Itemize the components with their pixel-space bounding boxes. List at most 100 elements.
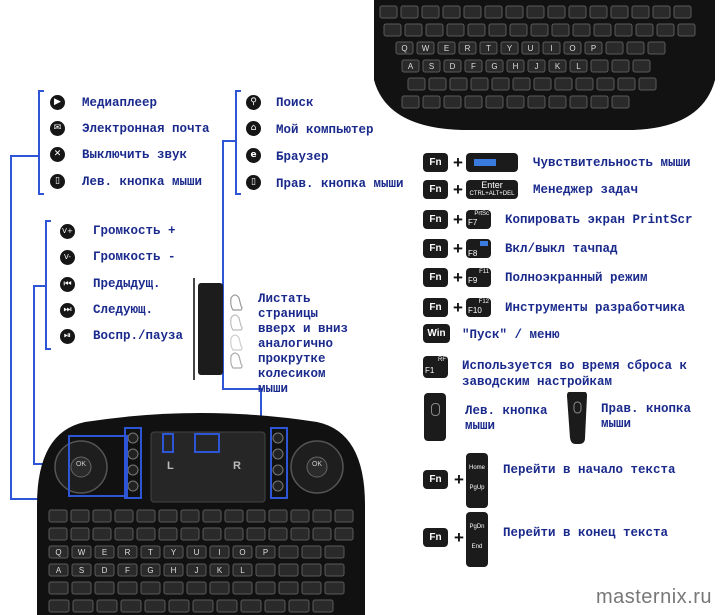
keycap-label: L <box>240 566 245 575</box>
keycap <box>590 95 609 109</box>
shortcut-label-fullscreen: Полноэкранный режим <box>505 271 648 285</box>
shortcut-label-devtools: Инструменты разработчика <box>505 301 686 315</box>
keycap <box>506 95 525 109</box>
mute-icon: ✕ <box>50 147 65 162</box>
keycap <box>656 23 675 37</box>
media-player-icon: ▶ <box>50 95 65 110</box>
shortcut-label-mouse-right-2: мыши <box>601 417 632 431</box>
left-label-play-pause: Воспр./пауза <box>93 329 184 343</box>
keycap <box>324 545 345 559</box>
keycap <box>395 41 414 55</box>
keycap <box>114 527 134 541</box>
keycap <box>117 581 138 595</box>
previous-icon: ⏮ <box>60 277 75 292</box>
keycap <box>614 23 633 37</box>
watermark: masternix.ru <box>595 586 712 608</box>
fn-key: Fn <box>423 180 448 199</box>
browser-icon: e <box>246 148 261 163</box>
home-icon: ⌂ <box>246 121 261 136</box>
fn-key: Fn <box>423 153 448 172</box>
keycap-label: Y <box>507 44 513 53</box>
scroll-strip <box>198 283 223 375</box>
keycap <box>400 5 419 19</box>
keycap <box>246 527 266 541</box>
keycap <box>334 527 354 541</box>
left-label-next: Следующ. <box>93 303 154 317</box>
mouse-left-icon: ▯ <box>50 174 65 189</box>
keycap-label: S <box>429 62 434 71</box>
fn-key: Fn <box>423 470 448 489</box>
keycap <box>584 41 603 55</box>
plus-sign: + <box>454 470 464 489</box>
plus-sign: + <box>453 298 463 317</box>
keycap <box>71 581 92 595</box>
left-label-volume-up: Громкость + <box>93 224 176 238</box>
keycap-label: W <box>78 548 86 557</box>
keycap <box>163 545 184 559</box>
fn-key: Fn <box>423 210 448 229</box>
keycap <box>407 77 426 91</box>
keycap-label: D <box>102 566 108 575</box>
keycap <box>136 527 156 541</box>
keycap <box>158 509 178 523</box>
keycap <box>140 581 161 595</box>
keycap <box>246 509 266 523</box>
keycap <box>485 95 504 109</box>
keycap <box>117 545 138 559</box>
keycap <box>240 599 262 613</box>
keycap-label: W <box>422 44 430 53</box>
keycap <box>500 41 519 55</box>
plus-sign: + <box>453 239 463 258</box>
keycap-label: T <box>148 548 153 557</box>
keycap <box>425 23 444 37</box>
keycap <box>442 5 461 19</box>
scroll-hint-line-4: аналогично <box>258 337 334 351</box>
shortcut-label-sensitivity: Чувствительность мыши <box>533 156 691 170</box>
keycap <box>551 23 570 37</box>
keycap <box>192 599 214 613</box>
keycap <box>278 563 299 577</box>
keycap-label: D <box>450 62 456 71</box>
mid-label-mouse-right: Прав. кнопка мыши <box>276 177 404 191</box>
keycap-label: Q <box>55 548 61 557</box>
keycap <box>611 95 630 109</box>
keycap-label: S <box>79 566 84 575</box>
home-pgup-key: Home PgUp <box>466 453 488 508</box>
volume-up-icon: V+ <box>60 224 75 239</box>
plus-sign: + <box>453 180 463 199</box>
play-pause-icon: ⏯ <box>60 329 75 344</box>
keycap-label: Q <box>401 44 407 53</box>
keycap <box>268 527 288 541</box>
keycap <box>324 581 345 595</box>
plus-sign: + <box>453 153 463 172</box>
keycap <box>290 509 310 523</box>
keycap <box>136 509 156 523</box>
keycap <box>255 563 276 577</box>
keycap <box>383 23 402 37</box>
keycap <box>401 95 420 109</box>
keycap <box>631 5 650 19</box>
keycap <box>379 5 398 19</box>
keycap <box>301 545 322 559</box>
keycap <box>446 23 465 37</box>
keycap <box>301 563 322 577</box>
shortcut-label-reset-2: заводским настройкам <box>462 375 613 389</box>
keycap <box>572 23 591 37</box>
keycap <box>232 545 253 559</box>
keycap <box>610 5 629 19</box>
shortcut-label-home: Перейти в начало текста <box>503 463 676 477</box>
keycap <box>470 77 489 91</box>
keycap <box>92 527 112 541</box>
keycap <box>605 41 624 55</box>
keycap <box>48 545 69 559</box>
mouse-right-icon: ▯ <box>246 175 261 190</box>
keycap <box>224 509 244 523</box>
scroll-hint-line-7: мыши <box>258 382 289 396</box>
keycap <box>209 545 230 559</box>
keycap <box>94 545 115 559</box>
keycap-label: G <box>491 62 497 71</box>
mid-label-search: Поиск <box>276 96 314 110</box>
